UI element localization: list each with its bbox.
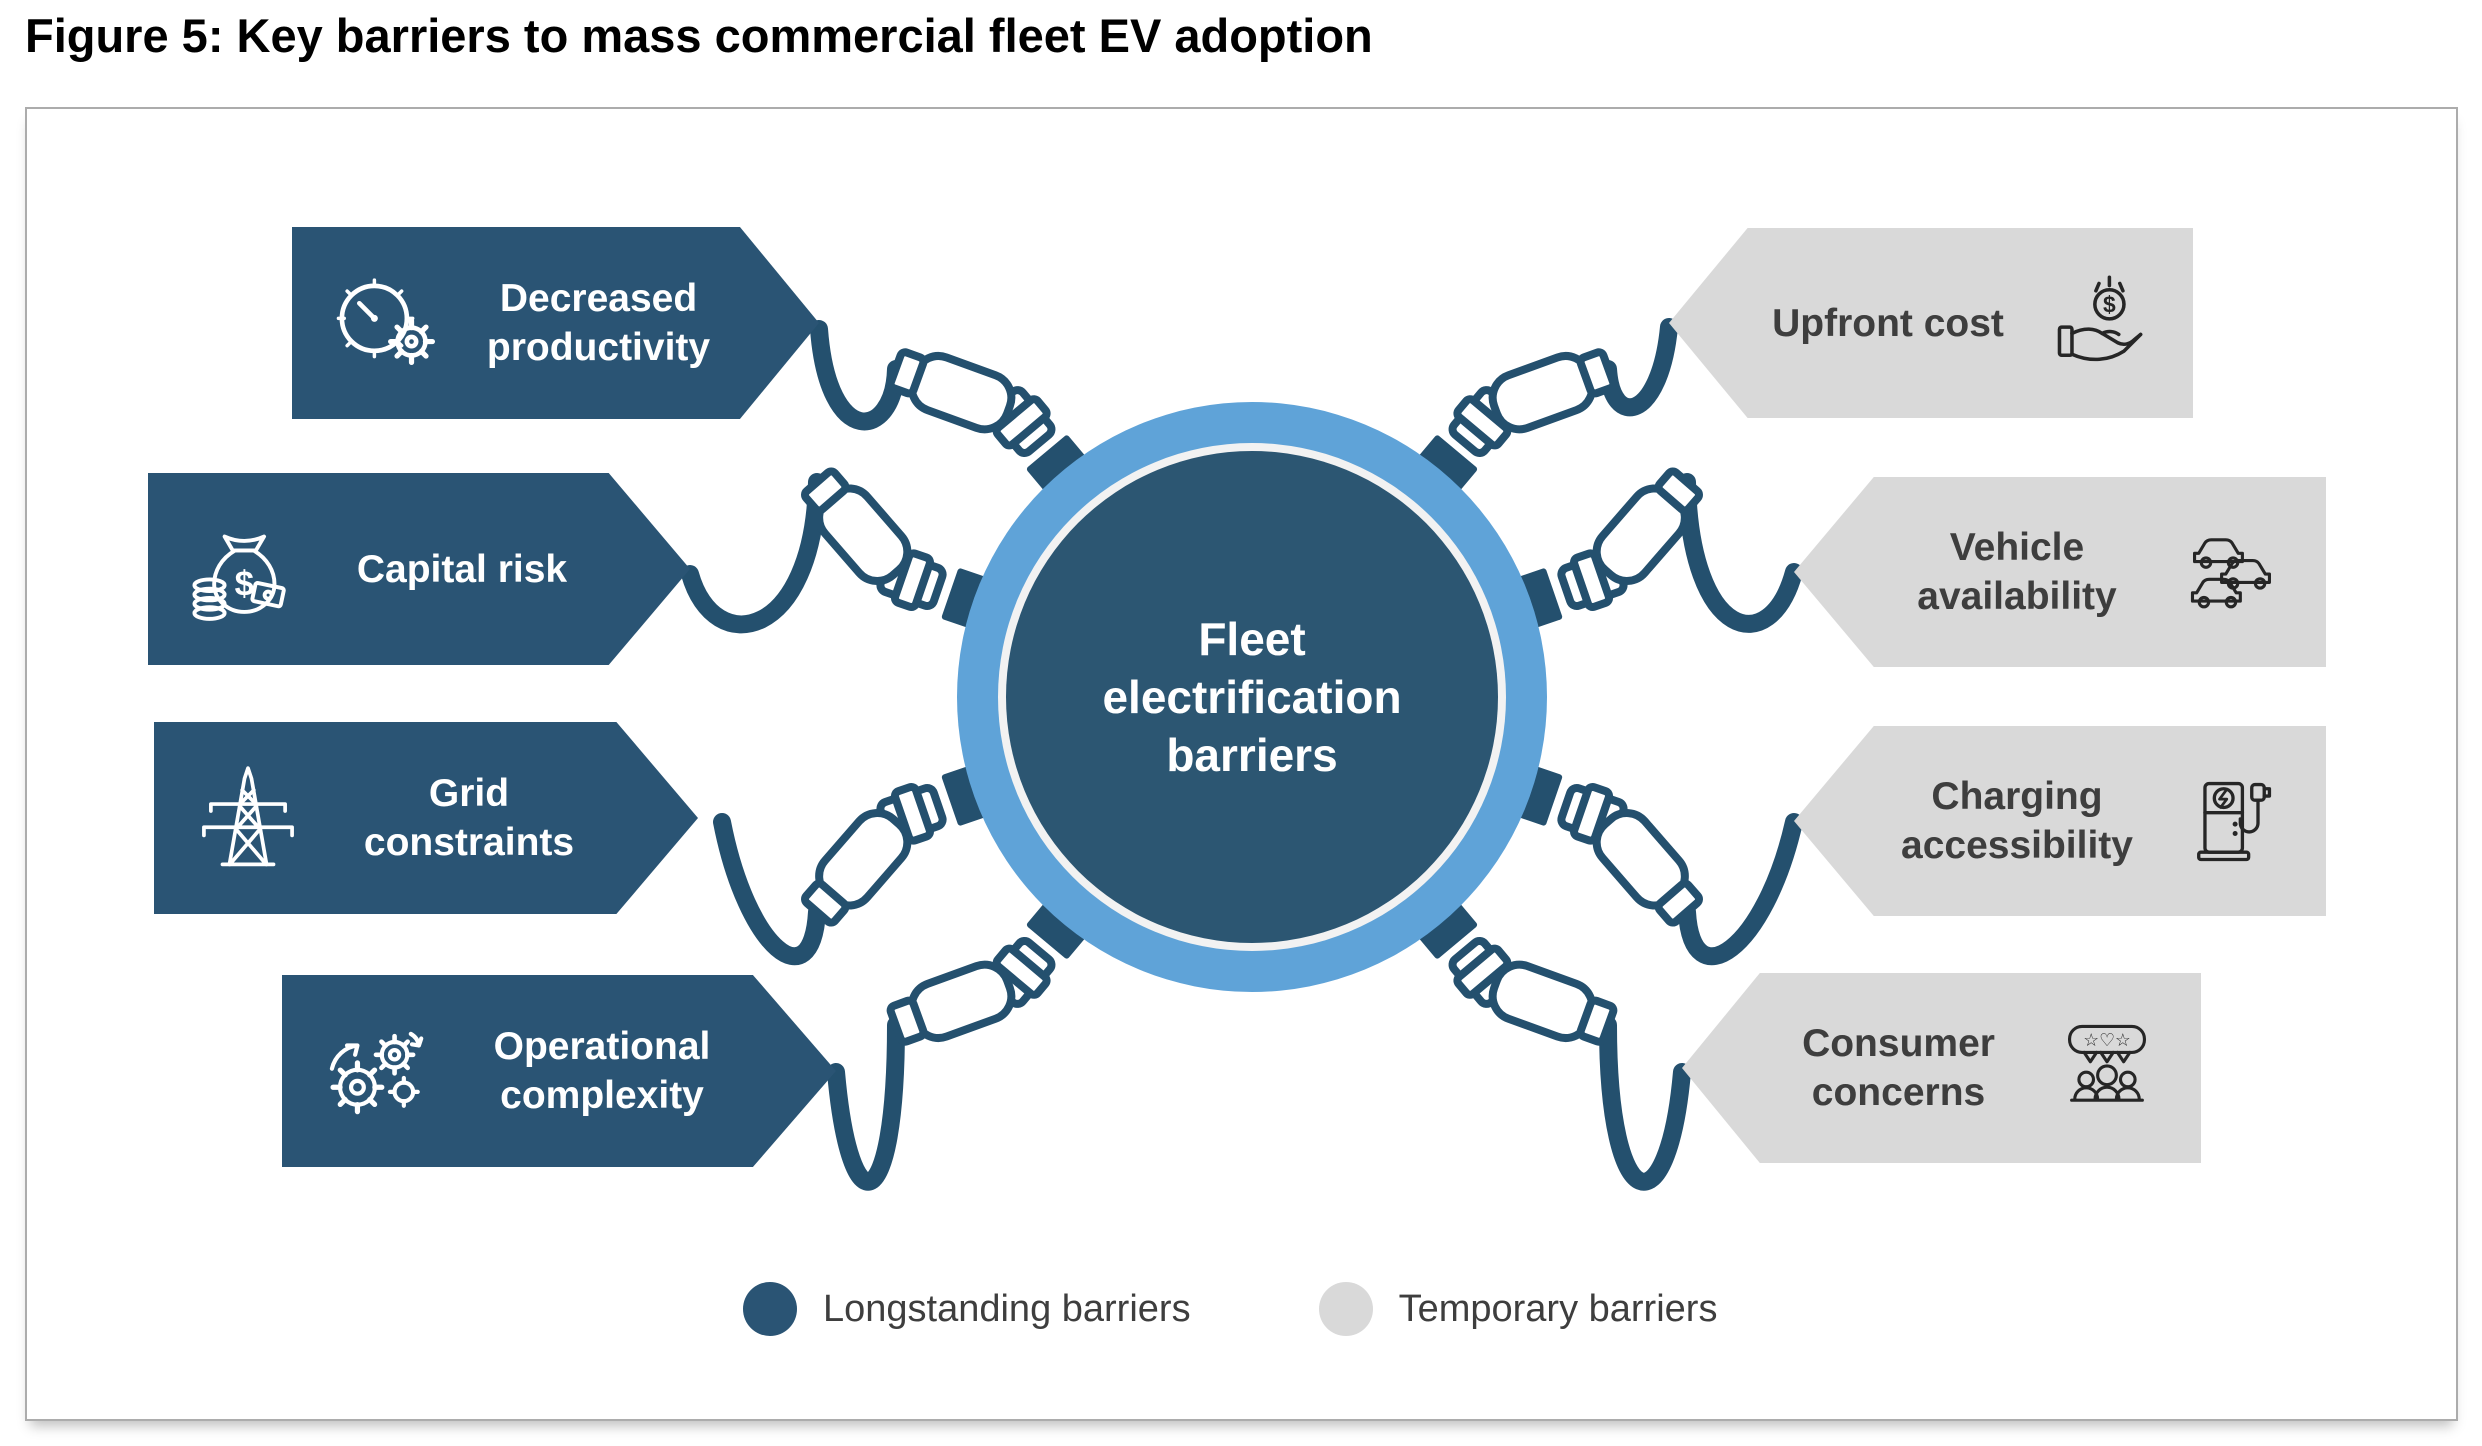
svg-text:☆♡☆: ☆♡☆ bbox=[2083, 1031, 2131, 1051]
gears-icon bbox=[318, 1013, 434, 1129]
hub-label: Fleet electrification barriers bbox=[1002, 540, 1502, 854]
money-bag-icon: $ bbox=[184, 511, 300, 627]
barrier-capital-risk: $ Capital risk bbox=[148, 473, 690, 665]
legend: Longstanding barriers Temporary barriers bbox=[743, 1282, 1717, 1336]
gauge-gear-icon bbox=[328, 265, 444, 381]
people-reviews-icon: ☆♡☆ bbox=[2055, 1016, 2159, 1120]
legend-item-temporary: Temporary barriers bbox=[1318, 1282, 1718, 1336]
transmission-tower-icon bbox=[190, 760, 306, 876]
legend-item-longstanding: Longstanding barriers bbox=[743, 1282, 1191, 1336]
barrier-label: Capital risk bbox=[356, 547, 568, 591]
svg-text:$: $ bbox=[2103, 292, 2116, 318]
barrier-upfront-cost: Upfront cost $ bbox=[1669, 228, 2193, 418]
temporary-dot-icon bbox=[1318, 1282, 1373, 1336]
longstanding-dot-icon bbox=[743, 1282, 797, 1336]
cars-icon bbox=[2180, 520, 2284, 624]
ev-charger-icon bbox=[2180, 769, 2284, 873]
hand-coin-icon: $ bbox=[2047, 271, 2151, 375]
hub-label-line: barriers bbox=[1166, 729, 1338, 781]
hub-label-line: Fleet bbox=[1198, 613, 1306, 665]
hub-label-line: electrification bbox=[1102, 671, 1402, 723]
figure-title: Figure 5: Key barriers to mass commercia… bbox=[25, 9, 1373, 62]
legend-label: Longstanding barriers bbox=[823, 1287, 1191, 1330]
svg-text:$: $ bbox=[235, 565, 254, 604]
barrier-label: Upfront cost bbox=[1772, 301, 2004, 345]
legend-label: Temporary barriers bbox=[1398, 1287, 1718, 1330]
